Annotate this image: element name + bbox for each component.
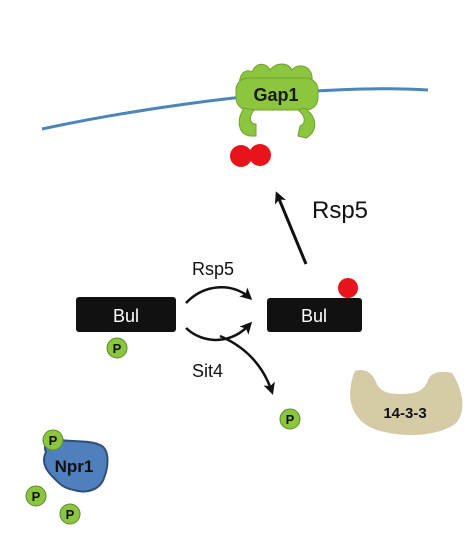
phospho-icon: P [59, 503, 81, 525]
phospho-icon: P [279, 408, 301, 430]
svg-text:P: P [66, 507, 75, 522]
sit4-label: Sit4 [192, 361, 223, 381]
ubiquitin-icon [230, 145, 252, 167]
phospho-icon: P [106, 337, 128, 359]
scaffold-14-3-3: 14-3-3 [350, 370, 463, 436]
svg-text:P: P [49, 433, 58, 448]
npr1-label: Npr1 [55, 457, 94, 476]
rsp5-curved-arrow [185, 285, 253, 304]
ubiquitin-icon [338, 278, 358, 298]
bul-right-label: Bul [301, 306, 327, 326]
phospho-icon: P [42, 429, 64, 451]
rsp5-arrow-label: Rsp5 [192, 259, 234, 279]
ubiquitination-arrow [274, 191, 308, 265]
npr1-kinase: Npr1 [43, 438, 109, 493]
scaffold-shape [350, 370, 463, 436]
gap1-lower-loops-right [296, 107, 316, 139]
gap1-transporter: Gap1 [235, 63, 319, 139]
sit4-curved-arrow [185, 321, 253, 342]
svg-text:P: P [286, 412, 295, 427]
gap1-lower-loops [238, 107, 257, 137]
rsp5-main-label: Rsp5 [312, 197, 368, 224]
bul-left-box [76, 297, 176, 332]
svg-text:P: P [32, 489, 41, 504]
phosphate-release-arrow [219, 334, 275, 395]
phospho-icon: P [25, 485, 47, 507]
svg-text:P: P [113, 341, 122, 356]
gap1-label: Gap1 [253, 85, 298, 105]
gap1-body [235, 77, 319, 111]
scaffold-label: 14-3-3 [383, 405, 426, 422]
bul-right-box [267, 298, 362, 332]
bul-right: Bul [267, 298, 362, 332]
ubiquitin-icon [249, 144, 271, 166]
bul-left: Bul [76, 297, 176, 332]
bul-left-label: Bul [113, 306, 139, 326]
plasma-membrane [41, 87, 429, 131]
